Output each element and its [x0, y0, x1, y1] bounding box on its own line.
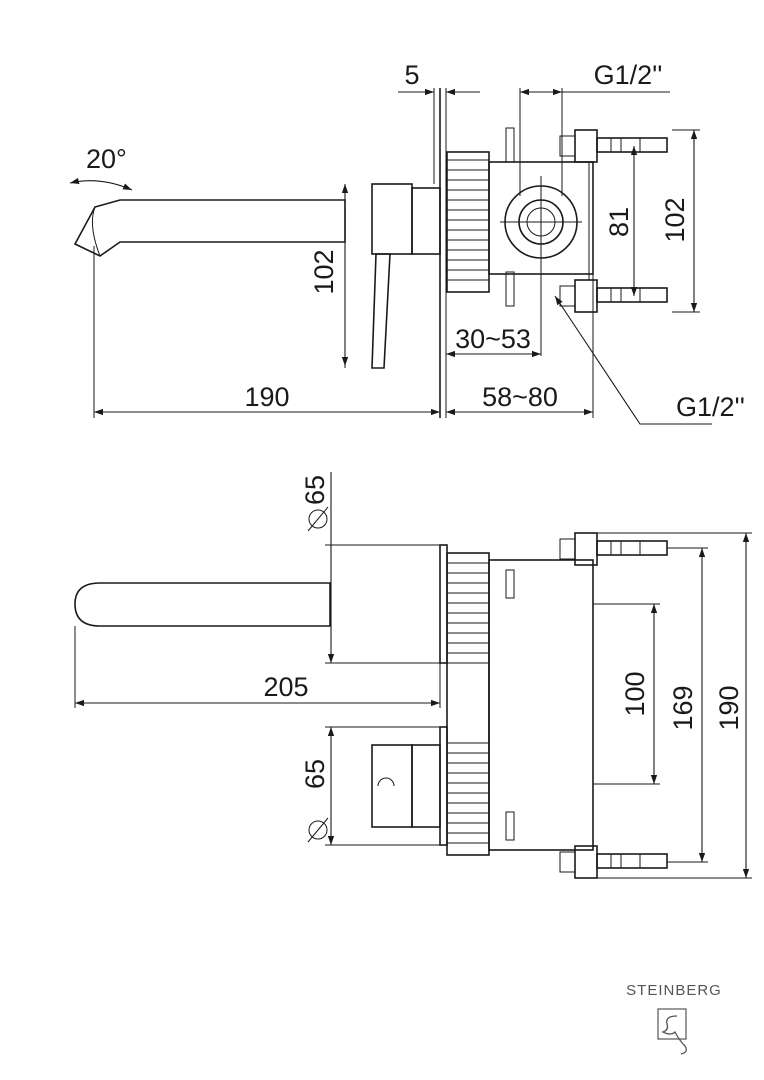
top-view: 190 58~80 30~53 5 G1/2'' G1/2'' 20° 102 …	[69, 60, 745, 425]
label-body-range: 58~80	[482, 382, 558, 412]
label-depth-range: 30~53	[455, 324, 531, 354]
label-thread-bottom: G1/2''	[676, 392, 745, 422]
label-bracket-height: 102	[660, 197, 690, 242]
rosette-plate	[371, 183, 413, 255]
ribbed-body-front	[446, 552, 490, 856]
leader-thread-bottom	[554, 295, 712, 425]
label-mount-height: 169	[668, 685, 698, 730]
mount-tab-top	[505, 127, 515, 163]
mount-tab-bottom	[505, 271, 515, 307]
front-view: 65 65 205 100 169 190	[74, 472, 752, 879]
brand-name: STEINBERG	[626, 982, 722, 999]
label-thread-top: G1/2''	[594, 60, 663, 90]
label-total-height: 190	[714, 685, 744, 730]
lever-indicator-icon	[377, 777, 395, 787]
label-angle: 20°	[86, 144, 127, 174]
label-axis-spacing: 100	[620, 671, 650, 716]
lever-rosette-plate	[439, 726, 448, 846]
lever-handle	[371, 253, 391, 369]
mount-tab-front-bottom	[505, 811, 515, 841]
bracket-bolt-top	[559, 129, 668, 163]
bracket-bolt-bottom	[559, 279, 668, 313]
dim-arc-angle	[69, 177, 133, 191]
lever-collar	[411, 744, 441, 828]
label-plate-height: 102	[309, 249, 339, 294]
label-spout-length: 190	[244, 382, 289, 412]
mount-tab-front-top	[505, 569, 515, 599]
label-wall-gap: 5	[404, 60, 419, 90]
label-spout-length-front: 205	[263, 672, 308, 702]
steinberg-logo-icon	[657, 1008, 687, 1055]
spout-front	[74, 582, 331, 627]
handle-base	[411, 187, 441, 255]
bracket-bolt-front-bottom	[559, 845, 668, 879]
mixer-housing-front	[488, 559, 594, 851]
label-inlet-spacing: 81	[604, 207, 634, 237]
diameter-symbol-top	[307, 506, 329, 532]
diameter-symbol-bottom	[307, 817, 329, 843]
ribbed-body	[446, 151, 490, 293]
bracket-bolt-front-top	[559, 532, 668, 566]
spout-rosette-plate	[439, 544, 448, 664]
spout-side	[73, 199, 346, 257]
label-spout-rosette: 65	[300, 475, 330, 505]
label-lever-rosette: 65	[300, 759, 330, 789]
